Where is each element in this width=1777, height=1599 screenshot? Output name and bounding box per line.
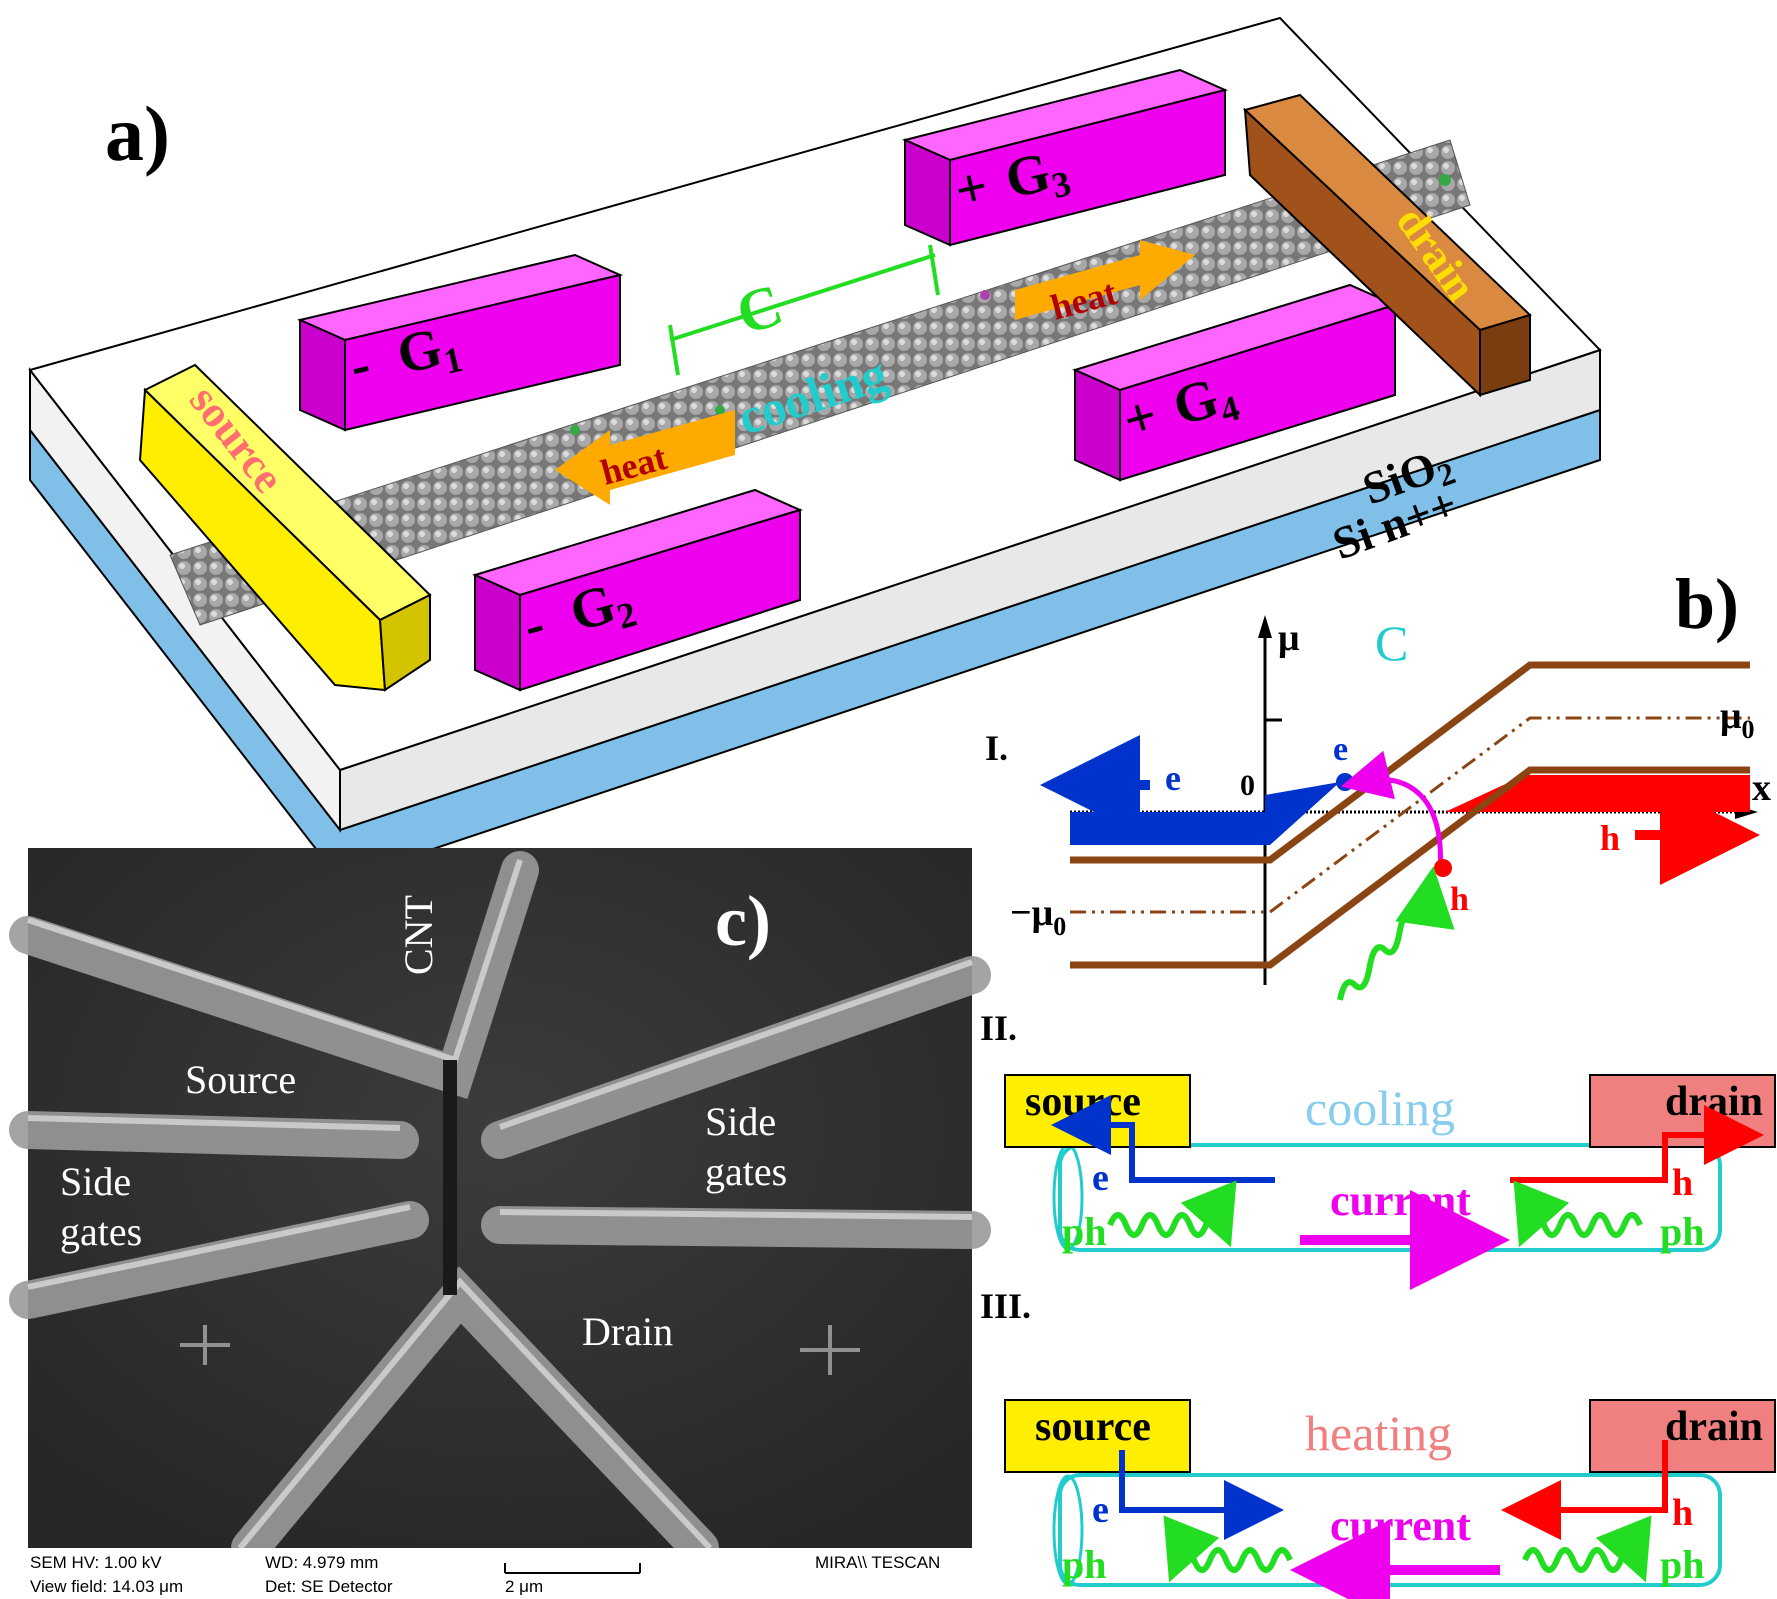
panel-a: a) -G1 -G2 +G3 +G4 source drain C coolin… <box>28 16 1602 882</box>
cooling-h-label: h <box>1672 1162 1693 1204</box>
roman-1: I. <box>985 728 1008 768</box>
heating-mode-label: heating <box>1305 1405 1452 1461</box>
heating-ph-right-label: ph <box>1660 1542 1705 1587</box>
heating-current-label: current <box>1330 1501 1471 1550</box>
x-axis-label: x <box>1752 767 1771 809</box>
gate-g1 <box>296 253 624 432</box>
cooling-drain-label: drain <box>1665 1079 1763 1125</box>
roman-2: II. <box>980 1008 1017 1048</box>
heating-tube <box>1058 1473 1722 1587</box>
sem-scale: 2 μm <box>505 1577 543 1596</box>
e-left-label: e <box>1165 758 1181 798</box>
electrode-left-upper <box>9 1111 419 1159</box>
h-mid-label: h <box>1450 881 1469 918</box>
heat-arrow-left <box>555 410 735 505</box>
panel-b-c-label: C <box>1375 615 1408 671</box>
panel-a-label: a) <box>105 90 170 177</box>
hole-region <box>1445 775 1750 812</box>
sem-hv: SEM HV: 1.00 kV <box>30 1553 162 1572</box>
heating-drain-label: drain <box>1665 1404 1763 1450</box>
electrode-right-lower <box>481 1206 991 1249</box>
cooling-mode-label: cooling <box>1305 1080 1455 1136</box>
e-top-label: e <box>1333 731 1348 768</box>
roman-3: III. <box>980 1286 1031 1326</box>
heating-e-label: e <box>1092 1489 1109 1531</box>
phonon-wave <box>1337 866 1455 1001</box>
sem-footer <box>28 1548 972 1598</box>
neg-mu0-label: −μ0 <box>1010 892 1066 941</box>
heating-source-label: source <box>1035 1404 1151 1450</box>
cnt-label: CNT <box>396 895 441 975</box>
electrode-drain <box>231 1266 719 1567</box>
heating-scheme: source drain heating e h current ph ph <box>1004 1399 1776 1599</box>
drain-contact <box>1243 93 1532 398</box>
c-bracket-line <box>669 253 936 342</box>
cooling-current-label: current <box>1330 1176 1471 1225</box>
gate-g3 <box>901 68 1229 247</box>
mu-axis-label: μ <box>1278 617 1300 659</box>
sem-wd: WD: 4.979 mm <box>265 1553 378 1572</box>
sem-scale-bar <box>504 1563 641 1574</box>
cooling-ph-left-label: ph <box>1062 1209 1107 1254</box>
upper-band <box>1070 661 1750 864</box>
sem-side-gates-left-2: gates <box>60 1209 142 1254</box>
cooling-source-label: source <box>1025 1079 1141 1125</box>
cooling-tube <box>1058 1143 1722 1252</box>
zero-label: 0 <box>1240 769 1255 802</box>
sem-det: Det: SE Detector <box>265 1577 393 1596</box>
heating-ph-left-label: ph <box>1062 1542 1107 1587</box>
sem-side-gates-left-1: Side <box>60 1159 131 1204</box>
sem-source-label: Source <box>185 1057 296 1102</box>
gate-g4 <box>1072 283 1398 482</box>
cooling-scheme: source drain cooling e h current ph ph <box>1004 1074 1776 1290</box>
source-contact <box>138 363 432 692</box>
panel-c-label: c) <box>715 881 771 961</box>
heating-source-box <box>1004 1399 1191 1473</box>
electrode-right-upper <box>481 956 991 1159</box>
panel-c: c) CNT Source Side gates Side gates Drai… <box>9 848 991 1598</box>
gate-g2 <box>472 488 803 692</box>
sem-view: View field: 14.03 μm <box>30 1577 183 1596</box>
panel-b-label: b) <box>1675 564 1739 644</box>
h-right-label: h <box>1600 818 1620 858</box>
cooling-e-label: e <box>1092 1157 1109 1199</box>
sem-drain-label: Drain <box>582 1309 673 1354</box>
electrode-left-lower <box>9 1201 429 1319</box>
jump-arrow <box>1340 750 1443 871</box>
heating-h-label: h <box>1672 1492 1693 1534</box>
mu0-label: μ0 <box>1720 695 1755 744</box>
cooling-ph-right-label: ph <box>1660 1209 1705 1254</box>
panel-b: b) μ C x 0 I. μ0 −μ0 e e h h <box>980 564 1776 1599</box>
heat-arrow-right <box>1015 240 1195 320</box>
sem-brand: MIRA\\ TESCAN <box>815 1553 940 1572</box>
chemical-potential-line <box>1070 716 1750 914</box>
heating-drain-box <box>1589 1399 1776 1473</box>
sem-side-gates-right-2: gates <box>705 1149 787 1194</box>
sem-side-gates-right-1: Side <box>705 1099 776 1144</box>
